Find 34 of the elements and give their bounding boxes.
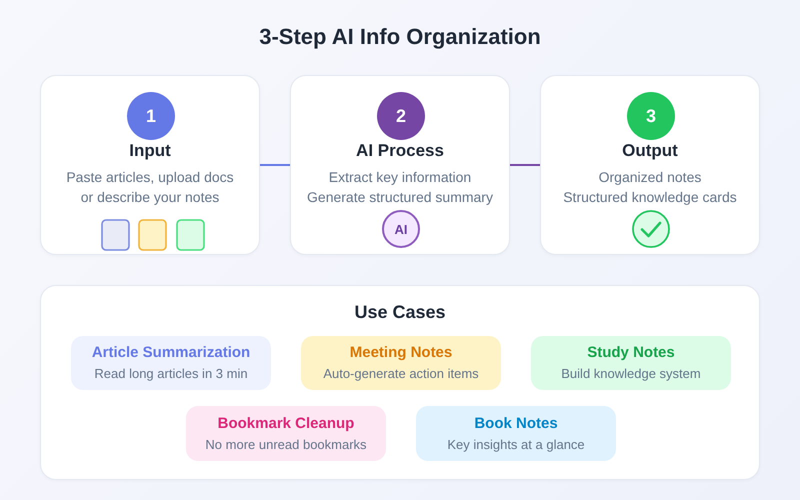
use-cases-panel [40,285,760,480]
use-case-card [531,336,731,390]
step-number: 3 [627,92,675,140]
use-case-description: Read long articles in 3 min [94,365,248,383]
step-description: Structured knowledge cards [563,188,737,207]
use-case-description: Auto-generate action items [323,365,479,383]
step-description: Organized notes [598,168,702,187]
step-description: Generate structured summary [307,188,493,207]
use-case-title: Book Notes [474,414,558,434]
use-case-description: Build knowledge system [561,365,701,383]
step-card [540,75,760,255]
use-case-card [301,336,501,390]
step-heading: Output [622,140,678,162]
panel-heading: Use Cases [354,301,446,324]
step-heading: Input [129,140,171,162]
step-card [40,75,260,255]
use-case-card [186,406,386,461]
diagram-title: 3-Step AI Info Organization [259,23,541,51]
use-case-title: Study Notes [587,343,675,363]
step-heading: AI Process [356,140,444,162]
use-case-title: Article Summarization [92,343,250,363]
use-case-card [416,406,616,461]
step-card [290,75,510,255]
step-description: Extract key information [328,168,472,187]
use-case-description: No more unread bookmarks [205,436,367,454]
use-case-title: Bookmark Cleanup [218,414,354,434]
ai-badge: AI [382,210,420,248]
step-number: 2 [377,92,425,140]
connector-line [260,164,290,166]
connector-line [510,164,540,166]
use-case-description: Key insights at a glance [447,436,585,454]
use-case-title: Meeting Notes [350,343,452,363]
step-number: 1 [127,92,175,140]
step-description: Paste articles, upload docs or describe your notes [65,168,235,207]
